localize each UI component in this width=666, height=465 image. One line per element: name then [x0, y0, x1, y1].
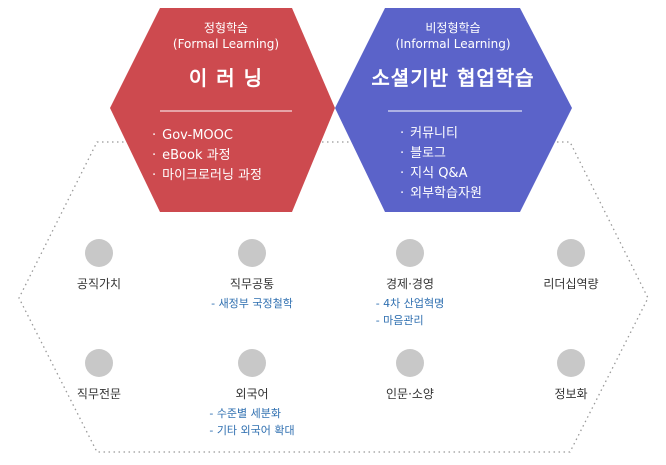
category-job-common: 직무공통 새정부 국정철학	[182, 239, 322, 312]
category-sub-items: 수준별 세분화 기타 외국어 확대	[209, 405, 295, 439]
category-sub-item: 마음관리	[376, 312, 445, 329]
category-job-specialty: 직무전문	[29, 349, 169, 402]
formal-item: Gov-MOOC	[152, 126, 262, 146]
category-economy-management: 경제·경영 4차 산업혁명 마음관리	[340, 239, 480, 329]
category-foreign-language: 외국어 수준별 세분화 기타 외국어 확대	[182, 349, 322, 439]
formal-items: Gov-MOOC eBook 과정 마이크로러닝 과정	[152, 126, 262, 186]
category-label: 인문·소양	[386, 387, 434, 401]
category-label: 직무공통	[229, 277, 275, 291]
formal-header: 정형학습 (Formal Learning) 이 러 닝	[140, 20, 312, 91]
category-label: 공직가치	[76, 277, 122, 291]
category-dot	[85, 239, 113, 267]
category-dot	[85, 349, 113, 377]
formal-title: 이 러 닝	[188, 66, 264, 90]
category-informatization: 정보화	[501, 349, 641, 402]
category-label: 경제·경영	[386, 277, 434, 291]
category-humanities: 인문·소양	[340, 349, 480, 402]
category-sub-items: 새정부 국정철학	[211, 295, 293, 312]
category-dot	[238, 239, 266, 267]
category-dot	[557, 349, 585, 377]
informal-header: 비정형학습 (Informal Learning) 소셜기반 협업학습	[363, 20, 543, 91]
category-sub-item: 수준별 세분화	[209, 405, 294, 422]
informal-title: 소셜기반 협업학습	[371, 66, 535, 90]
formal-item: 마이크로러닝 과정	[152, 166, 262, 186]
informal-items: 커뮤니티 블로그 지식 Q&A 외부학습자원	[400, 124, 482, 204]
category-label: 직무전문	[76, 387, 122, 401]
formal-kor-label: 정형학습	[203, 21, 249, 35]
category-dot	[396, 349, 424, 377]
informal-item: 커뮤니티	[400, 124, 482, 144]
formal-eng-label: (Formal Learning)	[172, 37, 280, 51]
category-label: 정보화	[554, 387, 588, 401]
formal-item: eBook 과정	[152, 146, 262, 166]
informal-eng-label: (Informal Learning)	[395, 37, 511, 51]
informal-item: 외부학습자원	[400, 184, 482, 204]
category-label: 외국어	[235, 387, 269, 401]
category-sub-item: 새정부 국정철학	[211, 295, 293, 312]
category-sub-items: 4차 산업혁명 마음관리	[376, 295, 445, 329]
informal-item: 블로그	[400, 144, 482, 164]
category-leadership: 리더십역량	[501, 239, 641, 292]
category-dot	[396, 239, 424, 267]
outer-dotted-hexagon	[18, 141, 649, 453]
category-sub-item: 기타 외국어 확대	[209, 422, 295, 439]
informal-learning-hexagon	[335, 8, 572, 212]
category-dot	[238, 349, 266, 377]
informal-item: 지식 Q&A	[400, 164, 482, 184]
category-label: 리더십역량	[543, 277, 599, 291]
category-dot	[557, 239, 585, 267]
informal-kor-label: 비정형학습	[425, 21, 481, 35]
category-public-values: 공직가치	[29, 239, 169, 292]
category-sub-item: 4차 산업혁명	[376, 295, 444, 312]
